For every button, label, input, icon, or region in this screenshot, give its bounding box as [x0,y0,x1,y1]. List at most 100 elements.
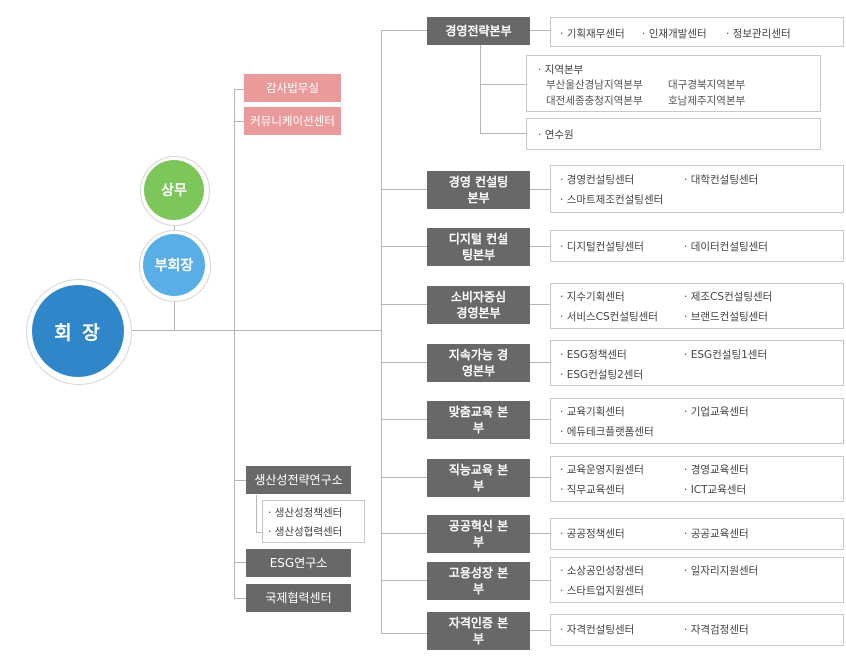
connector [530,362,550,363]
list-item[interactable]: · ICT교육센터 [684,484,747,496]
connector [381,580,427,581]
list-item[interactable]: · 자격검정센터 [684,624,749,636]
division-label: 고용성장 본부 [448,566,509,596]
connector [530,630,550,631]
connector [234,89,244,90]
list-item[interactable]: 대전세종충청지역본부 [546,95,643,107]
list-item[interactable]: 호남제주지역본부 [668,95,746,107]
division-public-innovation[interactable]: 공공혁신 본부 [427,515,530,553]
communication-center[interactable]: 커뮤니케이션센터 [244,107,341,135]
connector [381,633,427,634]
list-item[interactable]: · 기업교육센터 [684,406,749,418]
connector [381,30,427,31]
list-item[interactable]: · 공공정책센터 [560,528,625,540]
connector [530,246,550,247]
list-item[interactable]: · 경영컨설팅센터 [560,174,635,186]
list-item[interactable]: · 공공교육센터 [684,528,749,540]
division-label: 디지털 컨설팅본부 [448,232,509,262]
division-sustainability[interactable]: 지속가능 경영본부 [427,344,530,382]
list-item[interactable]: 대구경북지역본부 [668,79,746,91]
managing-director-label: 상무 [161,183,187,199]
connector [381,246,427,247]
division-label: 소비자중심 경영본부 [450,290,507,320]
productivity-sub-box [262,500,365,543]
connector [530,30,550,31]
list-item[interactable]: · 지수기획센터 [560,291,625,303]
division-label: 지속가능 경영본부 [448,348,509,378]
productivity-institute-label: 생산성전략연구소 [254,473,343,487]
list-item[interactable]: · 스타트업지원센터 [560,585,644,597]
productivity-institute[interactable]: 생산성전략연구소 [246,466,351,494]
main-connector [130,330,382,331]
regional-box [526,55,821,112]
division-label: 공공혁신 본부 [448,519,509,549]
connector [381,477,427,478]
list-item[interactable]: · 서비스CS컨설팅센터 [560,311,658,323]
vice-chairman-node[interactable]: 부회장 [143,234,205,296]
division-digital-consulting[interactable]: 디지털 컨설팅본부 [427,228,530,266]
list-item[interactable]: · 제조CS컨설팅센터 [684,291,773,303]
list-item[interactable]: · 디지털컨설팅센터 [560,241,644,253]
division-job-education[interactable]: 직능교육 본부 [427,459,530,497]
connector [480,84,526,85]
list-item[interactable]: · ESG컨설팅2센터 [560,369,644,381]
list-item[interactable]: · 인재개발센터 [642,28,707,40]
connector [381,362,427,363]
list-item[interactable]: · 소상공인성장센터 [560,565,644,577]
division-consumer-centered[interactable]: 소비자중심 경영본부 [427,286,530,324]
left-trunk [234,89,235,599]
list-item[interactable]: · 생산성협력센터 [268,526,343,538]
connector [381,189,427,190]
audit-legal-office[interactable]: 감사법무실 [244,74,341,102]
vice-chairman-label: 부회장 [154,258,194,274]
list-item[interactable]: · 기획재무센터 [560,28,625,40]
connector [381,304,427,305]
division-label: 직능교육 본부 [448,463,509,493]
connector [381,533,427,534]
international-cooperation-center[interactable]: 국제협력센터 [246,584,351,612]
division-management-consulting[interactable]: 경영 컨설팅본부 [427,171,530,209]
esg-institute[interactable]: ESG연구소 [246,549,351,577]
centers-box [550,283,844,329]
connector [530,477,550,478]
list-item[interactable]: · 교육운영지원센터 [560,464,644,476]
list-item[interactable]: · 스마트제조컨설팅센터 [560,194,664,206]
chairman-node[interactable]: 회 장 [32,285,124,377]
communication-label: 커뮤니케이션센터 [250,114,335,128]
training-institute-box [526,118,821,150]
division-management-strategy[interactable]: 경영전략본부 [427,17,530,45]
division-custom-education[interactable]: 맞춤교육 본부 [427,401,530,439]
connector [234,121,244,122]
connector [480,42,481,134]
centers-box [550,230,844,262]
list-item[interactable]: · 대학컨설팅센터 [684,174,759,186]
connector [256,532,262,533]
division-certification[interactable]: 자격인증 본부 [427,612,530,650]
centers-box [550,340,844,386]
connector [480,133,526,134]
list-item[interactable]: · 교육기획센터 [560,406,625,418]
connector [530,533,550,534]
division-label: 경영 컨설팅본부 [448,175,509,205]
list-item[interactable]: · ESG정책센터 [560,349,627,361]
division-employment-growth[interactable]: 고용성장 본부 [427,562,530,600]
list-item[interactable]: · 데이터컨설팅센터 [684,241,768,253]
list-item[interactable]: 부산울산경남지역본부 [546,79,643,91]
chairman-label: 회 장 [54,321,102,344]
connector [530,419,550,420]
esg-institute-label: ESG연구소 [269,556,328,570]
centers-box [550,456,844,502]
managing-director-node[interactable]: 상무 [144,160,204,220]
list-item[interactable]: · 직무교육센터 [560,484,625,496]
list-item[interactable]: · 브랜드컨설팅센터 [684,311,768,323]
list-item[interactable]: · 자격컨설팅센터 [560,624,635,636]
list-item[interactable]: · 에듀테크플랫폼센터 [560,426,654,438]
list-item[interactable]: · 일자리지원센터 [684,565,759,577]
list-item[interactable]: · 연수원 [538,129,574,141]
centers-box [550,614,844,646]
list-item[interactable]: · ESG컨설팅1센터 [684,349,768,361]
list-item[interactable]: · 생산성정책센터 [268,507,343,519]
list-item[interactable]: · 지역본부 [538,64,584,76]
list-item[interactable]: · 정보관리센터 [726,28,791,40]
list-item[interactable]: · 경영교육센터 [684,464,749,476]
